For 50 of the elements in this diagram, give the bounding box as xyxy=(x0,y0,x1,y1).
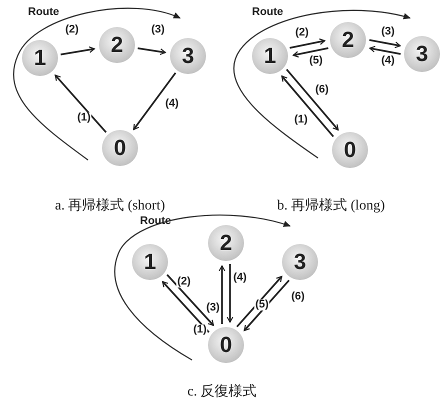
node-number: 2 xyxy=(110,34,124,56)
route-label: Route xyxy=(140,214,172,229)
node-number: 0 xyxy=(114,137,126,159)
panel-caption: a. 再帰様式 (short) xyxy=(54,197,166,216)
edge-label: (6) xyxy=(290,292,306,302)
edge-label: (4) xyxy=(232,272,248,284)
edge-label: (6) xyxy=(314,84,330,96)
edge-label: (3) xyxy=(380,26,396,38)
node-number: 0 xyxy=(220,334,232,356)
arrow xyxy=(166,274,214,326)
node-number: 3 xyxy=(182,45,194,67)
edge-label: (5) xyxy=(254,300,270,310)
arrow xyxy=(54,74,107,133)
arrow xyxy=(369,39,401,48)
arrow xyxy=(369,46,401,55)
edge-label: (1) xyxy=(293,114,309,126)
arrow xyxy=(281,76,334,138)
panel-caption: c. 反復様式 xyxy=(187,383,257,402)
node-number: 2 xyxy=(220,232,232,254)
node-number: 0 xyxy=(344,139,356,161)
node-number: 1 xyxy=(34,47,46,69)
arrow xyxy=(132,72,176,130)
route-label: Route xyxy=(252,4,284,20)
arrow xyxy=(60,46,95,56)
edge-label: (2) xyxy=(176,276,192,288)
arrow xyxy=(290,38,326,49)
arrow xyxy=(286,68,339,130)
edge-label: (3) xyxy=(205,302,221,314)
edge-label: (2) xyxy=(294,28,310,38)
edge-label: (3) xyxy=(150,24,166,36)
edge-label: (5) xyxy=(308,56,324,66)
edge-label: (1) xyxy=(76,112,92,124)
edge-label: (4) xyxy=(164,98,180,110)
edge-label: (1) xyxy=(192,324,208,336)
node-number: 1 xyxy=(144,251,156,273)
node-number: 3 xyxy=(416,43,428,65)
arrow xyxy=(218,265,226,324)
node-number: 1 xyxy=(264,45,276,67)
arrow xyxy=(226,264,234,323)
node-number: 2 xyxy=(342,29,354,51)
edge-label: (4) xyxy=(380,56,396,66)
arrow xyxy=(138,47,166,56)
node-number: 3 xyxy=(294,251,306,273)
route-label: Route xyxy=(28,4,60,20)
arrow xyxy=(236,276,282,328)
arrow xyxy=(162,281,210,333)
edge-label: (2) xyxy=(64,24,80,36)
arrow xyxy=(292,47,328,58)
arrow xyxy=(244,280,290,332)
panel-caption: b. 再帰様式 (long) xyxy=(277,197,385,216)
